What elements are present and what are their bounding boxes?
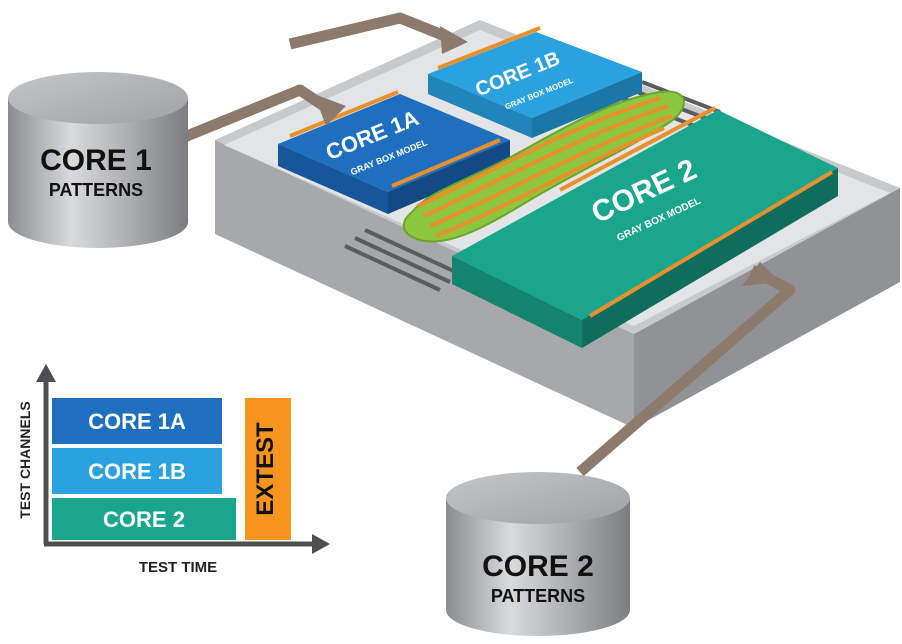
core-1-db-subtitle: PATTERNS	[49, 180, 143, 200]
core-1-patterns-database: CORE 1 PATTERNS	[8, 72, 188, 248]
core-2-patterns-database: CORE 2 PATTERNS	[446, 472, 630, 636]
bar-core-2-label: CORE 2	[103, 507, 185, 532]
x-axis-label: TEST TIME	[139, 559, 217, 576]
bar-extest-label: EXTEST	[252, 422, 279, 516]
bar-core-1a	[52, 398, 222, 444]
core-2-db-title: CORE 2	[482, 550, 594, 583]
bar-core-1b-label: CORE 1B	[88, 459, 186, 484]
bar-extest	[245, 398, 291, 540]
y-axis-label: TEST CHANNELS	[17, 401, 33, 518]
core-2-block: CORE 2 GRAY BOX MODEL	[452, 106, 838, 348]
glue-logic	[402, 90, 685, 243]
arrow-heads	[314, 26, 780, 286]
core-1b-block: CORE 1B GRAY BOX MODEL	[428, 26, 642, 138]
bar-core-2	[52, 498, 236, 540]
core-2-db-subtitle: PATTERNS	[491, 586, 585, 606]
core-1-db-title: CORE 1	[40, 144, 152, 177]
x-axis-arrow-icon	[312, 534, 330, 554]
core-1a-block: CORE 1A GRAY BOX MODEL	[278, 90, 510, 214]
test-schedule-chart: CORE 1A CORE 1B CORE 2 EXTEST TEST CHANN…	[17, 364, 330, 576]
bar-core-1a-label: CORE 1A	[88, 409, 186, 434]
y-axis-arrow-icon	[36, 364, 56, 382]
bar-core-1b	[52, 448, 222, 494]
